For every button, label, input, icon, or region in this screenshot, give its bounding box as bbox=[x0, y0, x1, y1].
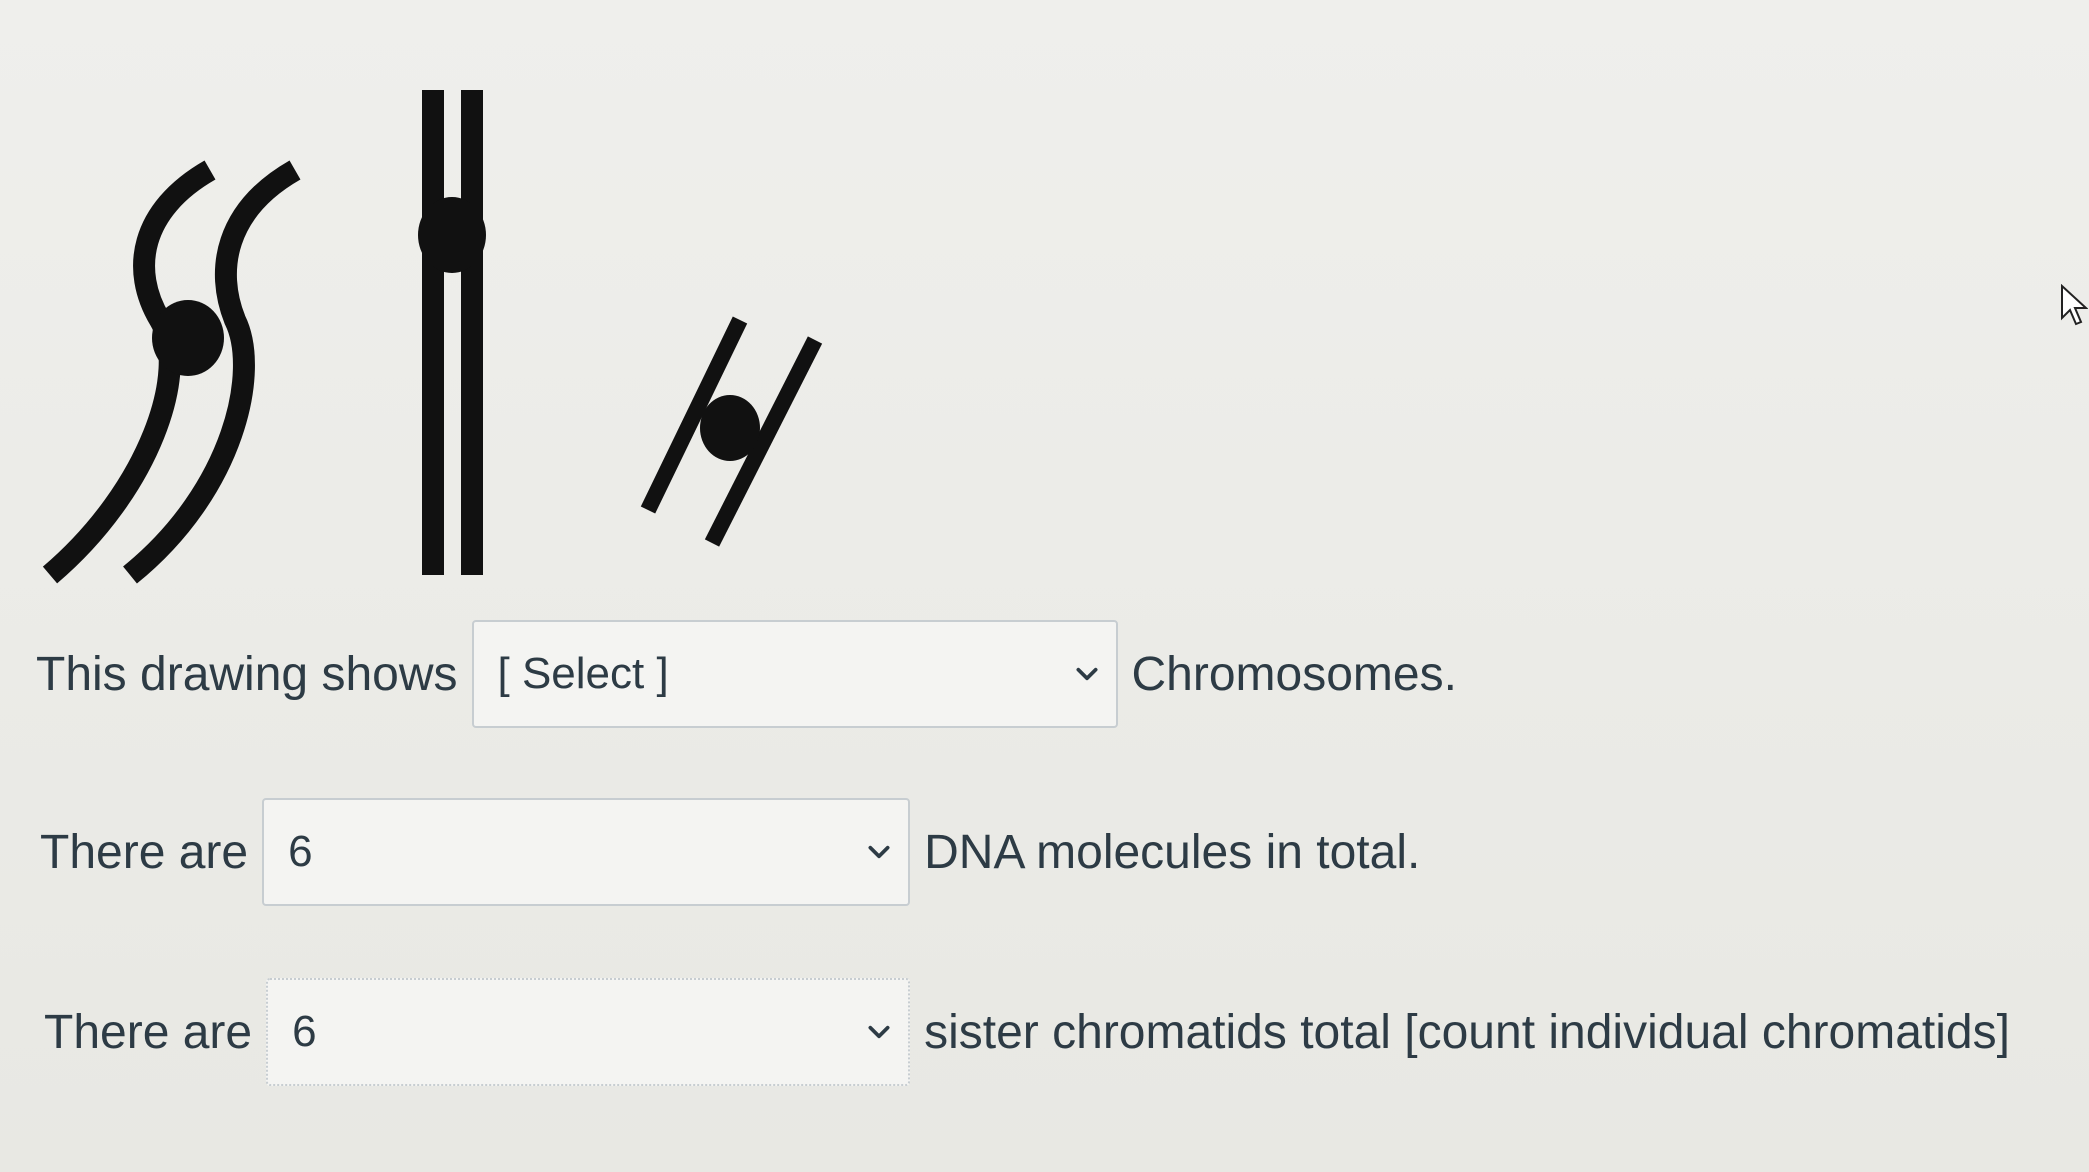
question-1-prefix: This drawing shows bbox=[36, 647, 458, 701]
mouse-pointer-icon bbox=[2060, 284, 2088, 328]
question-2-suffix: DNA molecules in total. bbox=[924, 825, 1421, 879]
chevron-down-icon bbox=[866, 1019, 892, 1045]
question-3-suffix: sister chromatids total [count individua… bbox=[924, 1005, 2010, 1059]
question-row-sister-chromatids: There are 6 sister chromatids total [cou… bbox=[44, 978, 2010, 1086]
question-2-prefix: There are bbox=[40, 825, 249, 879]
chromosome-3 bbox=[640, 316, 823, 547]
chromosome-drawing bbox=[20, 70, 880, 610]
question-3-prefix: There are bbox=[44, 1005, 253, 1059]
dna-molecules-select[interactable]: 6 bbox=[262, 798, 911, 906]
question-1-suffix: Chromosomes. bbox=[1131, 647, 1457, 701]
chromosomes-select-value: [ Select ] bbox=[497, 649, 669, 698]
centromere-2 bbox=[418, 197, 486, 273]
centromere-3 bbox=[700, 395, 760, 461]
centromere-1 bbox=[152, 300, 224, 376]
chromosome-1 bbox=[42, 160, 301, 584]
sister-chromatids-select-value: 6 bbox=[292, 1007, 317, 1056]
chromosomes-select[interactable]: [ Select ] bbox=[471, 620, 1118, 728]
question-row-chromosomes: This drawing shows [ Select ] Chromosome… bbox=[36, 620, 1457, 728]
question-row-dna-molecules: There are 6 DNA molecules in total. bbox=[40, 798, 1420, 906]
chromosome-2 bbox=[422, 90, 483, 575]
chevron-down-icon bbox=[1074, 661, 1100, 687]
dna-molecules-select-value: 6 bbox=[288, 827, 313, 876]
sister-chromatids-select[interactable]: 6 bbox=[266, 978, 911, 1086]
chevron-down-icon bbox=[866, 839, 892, 865]
